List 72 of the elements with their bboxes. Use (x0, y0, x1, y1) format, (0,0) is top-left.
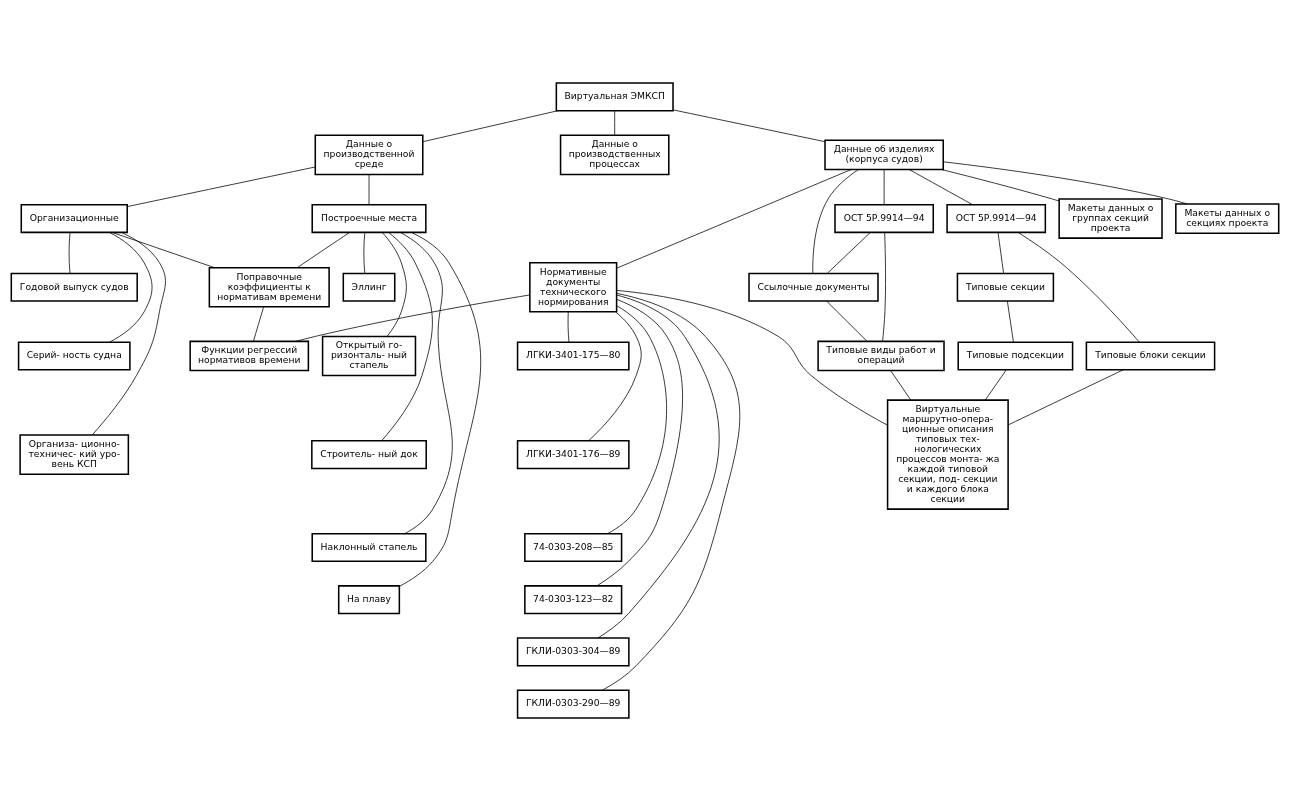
connector (614, 109, 616, 135)
connector (1007, 300, 1014, 342)
connector (1017, 231, 1140, 342)
node-box: Ссылочные документы (748, 272, 879, 302)
connector (363, 231, 366, 274)
connector (399, 231, 482, 587)
node-box: Годовой выпуск судов (10, 272, 138, 302)
node-box: ОСТ 5Р.9914—94 (834, 203, 935, 233)
node-box: Типовые подсекции (957, 340, 1074, 371)
connector (126, 166, 316, 207)
connector (940, 168, 1060, 201)
connector (596, 298, 683, 586)
connector (296, 231, 350, 268)
connector (616, 289, 888, 425)
connector (109, 231, 153, 342)
connector (908, 168, 974, 205)
connector (984, 368, 1007, 400)
node-box: Макеты данных о группах секций проекта (1058, 197, 1163, 239)
connector (812, 168, 859, 274)
node-box: Макеты данных о секциях проекта (1175, 202, 1280, 234)
connector (942, 160, 1188, 204)
node-box: Данные о производственных процессах (559, 134, 670, 175)
node-box: Типовые виды работ и операций (817, 340, 945, 371)
connector (422, 109, 559, 142)
connector (295, 294, 531, 342)
connector (91, 231, 166, 435)
connector (588, 311, 642, 441)
connector (882, 231, 886, 342)
connector (567, 311, 570, 343)
node-box: Серий- ность судна (17, 340, 131, 371)
node-box: Типовые секции (956, 272, 1055, 302)
connector (68, 231, 71, 274)
node-box: Данные об изделиях (корпуса судов) (824, 139, 944, 170)
node-box: Нормативные документы технического нормирования (529, 261, 618, 313)
connector (381, 231, 433, 441)
connector (827, 231, 871, 274)
connector (111, 231, 215, 268)
node-box: Наклонный стапель (311, 532, 427, 562)
connector (253, 306, 264, 342)
node-box: 74-0303-208—85 (524, 532, 623, 562)
node-box: Поправочные коэффициенты к нормативам времени (208, 266, 330, 308)
node-box: Построечные места (311, 203, 427, 233)
node-box: Функции регрессий нормативов времени (189, 340, 310, 371)
node-box: Открытый го- ризонталь- ный стапель (321, 335, 417, 376)
connector (597, 294, 720, 638)
node-box: ГКЛИ-0303-304—89 (516, 636, 630, 666)
node-box: ОСТ 5Р.9914—94 (946, 203, 1047, 233)
node-box: Типовые блоки секции (1085, 340, 1216, 371)
node-box: ЛГКИ-3401-175—80 (516, 340, 630, 371)
connector (368, 173, 370, 205)
node-box: Строитель- ный док (311, 439, 427, 469)
connector (672, 109, 826, 142)
connector (616, 168, 852, 269)
connector (607, 304, 667, 534)
node-box: Организа- ционно- техничес- кий уро- вень КСП (19, 433, 130, 475)
node-box: Организационные (20, 203, 128, 233)
node-box: Виртуальные маршрутно-опера- ционные описания типовых тех- нологических процессов монта- жа каждой типовой секции, под- секции и каждого блока секции (886, 398, 1009, 510)
node-box: ГКЛИ-0303-290—89 (516, 689, 630, 719)
connector (883, 168, 885, 205)
connector (400, 231, 453, 534)
connector (997, 231, 1004, 274)
node-box: 74-0303-123—82 (524, 584, 623, 614)
connector (381, 231, 407, 337)
connector (1007, 368, 1124, 425)
connector (826, 300, 868, 342)
node-box: ЛГКИ-3401-176—89 (516, 439, 630, 469)
node-box: На плаву (337, 584, 401, 614)
connector (890, 369, 912, 400)
node-box: Виртуальная ЭМКСП (555, 81, 674, 111)
node-box: Данные о производственной среде (314, 134, 424, 175)
connector (601, 292, 741, 691)
node-box: Эллинг (342, 272, 396, 302)
